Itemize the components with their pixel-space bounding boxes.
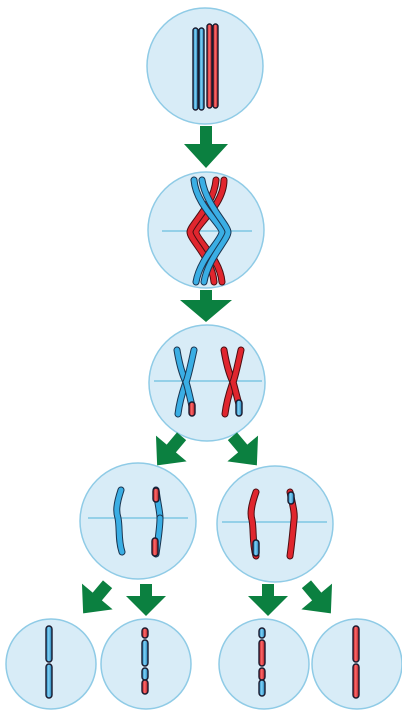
chromatid-blue-1b [198,27,205,111]
gamete-1-segment-2 [45,663,53,699]
gamete-2-segment-2 [141,639,149,667]
chromatid-blue-1a [192,27,199,111]
c4-left-blue [114,487,125,555]
arrow-gamete-1 [81,580,113,614]
x-right-blue-tip [235,399,243,417]
chromatid-blue-2b [199,177,231,285]
gamete-3-segment-2 [258,639,266,667]
c4-left-red-top [152,487,160,503]
arrow-down-right-1 [227,432,259,466]
gamete-2-segment-4 [141,679,149,695]
chromatid-red-1b [212,23,219,109]
x-right-arm-b [230,347,244,407]
cells [5,7,402,710]
gamete-3-segment-4 [258,679,266,697]
chromosomes [45,23,360,699]
arrow-down-left-1 [155,432,187,466]
cell-stage-1 [146,7,264,125]
arrow-gamete-2 [126,584,166,616]
x-left-red-tip [188,401,196,417]
arrow-gamete-3 [248,584,288,616]
gamete-4-segment-1 [352,625,360,663]
chromatid-red-1a [206,23,213,109]
arrow-gamete-4 [301,580,333,614]
gamete-1-segment-1 [45,625,53,663]
gamete-2-segment-3 [141,667,149,681]
arrow-down-1 [184,126,228,168]
c4-right-blue-top [287,491,295,505]
arrow-down-2 [180,290,232,322]
cell-stage-2 [147,171,265,289]
gamete-3-segment-3 [258,667,266,681]
arrows [81,126,333,616]
c4-left-red-bottom [151,537,159,557]
x-left-arm-b [183,347,197,409]
c4-right-blue-bottom [252,539,260,557]
cell-stage-4-right [216,465,334,583]
gamete-2-segment-1 [141,627,149,639]
cell-stage-3 [148,324,266,442]
gamete-4-segment-2 [352,663,360,699]
gamete-3-segment-1 [258,627,266,639]
chromatid-blue-2a [191,177,225,285]
equator-lines [88,230,327,523]
cell-stage-4-left [79,462,197,580]
